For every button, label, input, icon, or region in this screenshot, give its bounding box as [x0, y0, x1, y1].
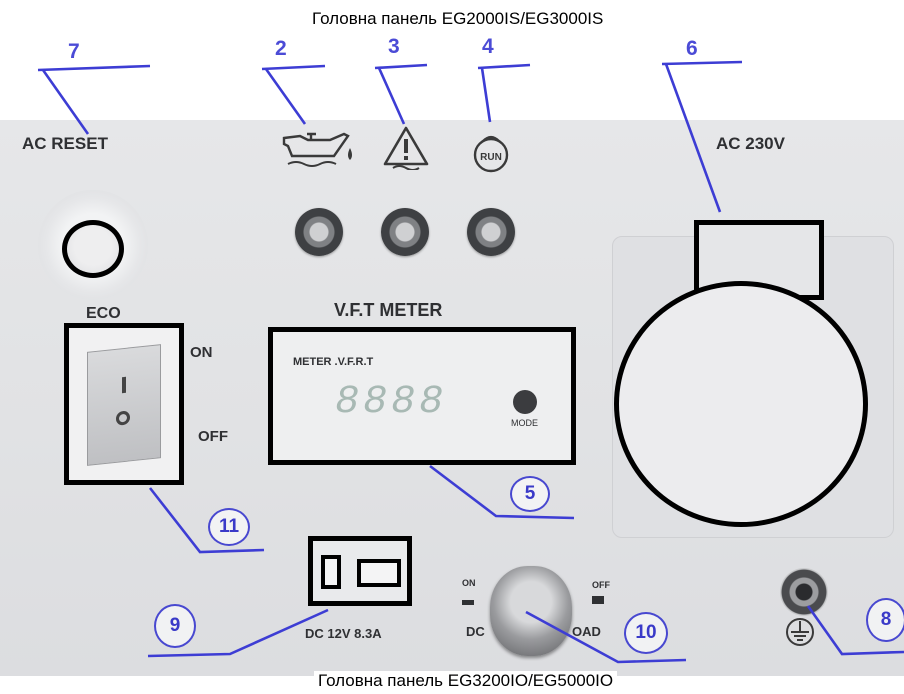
callout-8: 8 [866, 598, 904, 642]
vft-meter-frame: METER .V.F.R.T 8888 MODE [268, 327, 576, 465]
ground-icon [786, 618, 814, 646]
ac-socket[interactable] [614, 281, 868, 527]
eco-label: ECO [86, 305, 121, 322]
eco-switch-frame [64, 323, 184, 485]
mode-button[interactable] [513, 390, 537, 414]
run-indicator-lamp [467, 208, 515, 256]
callout-11: 11 [208, 508, 250, 546]
run-indicator-icon: RUN [473, 135, 509, 173]
dc-rating-label: DC 12V 8.3A [305, 626, 382, 641]
overload-indicator-lamp [381, 208, 429, 256]
vft-meter-label: V.F.T METER [334, 300, 443, 320]
callout-6: 6 [686, 37, 698, 60]
oil-warning-icon [282, 132, 352, 167]
run-label: RUN [480, 152, 502, 163]
meter-display: 8888 [335, 380, 448, 425]
off-label: OFF [198, 428, 228, 445]
dc-socket-left[interactable] [321, 555, 341, 589]
bottom-caption: Головна панель EG3200IO/EG5000IO [314, 671, 618, 691]
dc-socket-right[interactable] [357, 559, 401, 587]
dial-load-label: OAD [572, 624, 601, 639]
on-label: ON [190, 344, 213, 361]
ac-reset-label: AC RESET [22, 134, 108, 153]
switch-on-mark [122, 376, 126, 394]
mode-label: MODE [511, 418, 538, 428]
overload-warning-icon [383, 126, 429, 170]
callout-line-3 [374, 63, 428, 125]
dc-load-dial[interactable] [490, 566, 572, 656]
oil-indicator-lamp [295, 208, 343, 256]
callout-line-4 [477, 63, 531, 123]
dc-output-frame [308, 536, 412, 606]
callout-5: 5 [510, 476, 550, 512]
callout-10: 10 [624, 612, 668, 654]
switch-off-mark [116, 410, 130, 426]
meter-small-label: METER .V.F.R.T [293, 356, 374, 368]
dial-off-label: OFF [592, 580, 610, 590]
eco-switch[interactable] [87, 344, 161, 466]
ground-terminal[interactable] [780, 568, 828, 616]
dial-on-mark [462, 600, 474, 605]
callout-2: 2 [275, 37, 287, 60]
dial-on-label: ON [462, 578, 476, 588]
callout-7: 7 [68, 40, 80, 63]
top-caption: Головна панель EG2000IS/EG3000IS [312, 9, 604, 28]
callout-line-2 [261, 64, 326, 125]
ac-reset-button[interactable] [62, 220, 124, 278]
callout-3: 3 [388, 35, 400, 58]
callout-9: 9 [154, 604, 196, 648]
dial-off-mark [592, 596, 604, 604]
dial-dc-label: DC [466, 624, 485, 639]
callout-4: 4 [482, 35, 494, 58]
ac-voltage-label: AC 230V [716, 134, 785, 153]
